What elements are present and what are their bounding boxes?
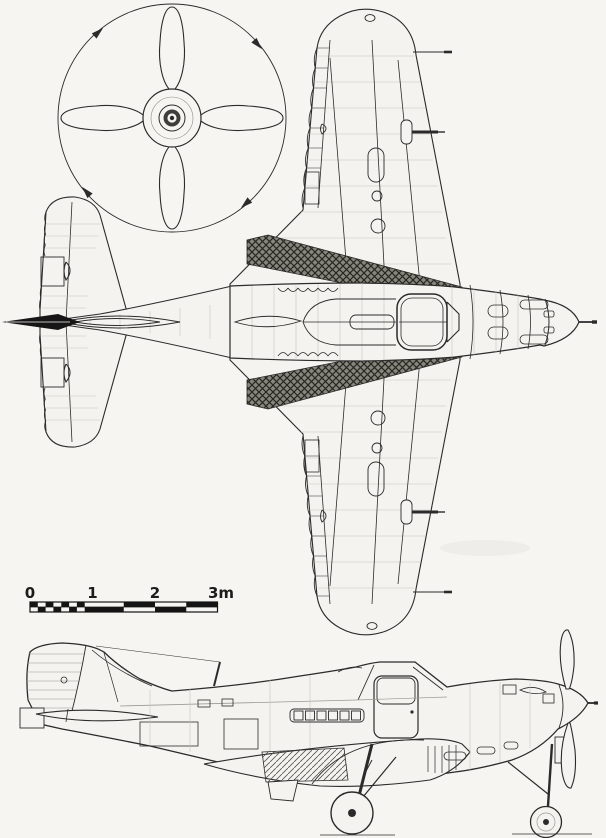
flap-section bbox=[261, 747, 349, 783]
wingtip-light-top bbox=[364, 14, 376, 22]
door-window bbox=[376, 677, 416, 705]
propeller-blade-upper bbox=[559, 629, 575, 690]
canopy-top-view bbox=[396, 293, 460, 351]
scale-bar-segments bbox=[30, 602, 218, 612]
wing-spar-lines bbox=[329, 39, 421, 605]
antenna-mast bbox=[95, 645, 221, 687]
tailplane-side-view bbox=[35, 708, 159, 723]
scale-label-0: 0 bbox=[25, 584, 35, 602]
propeller-disc bbox=[57, 3, 287, 233]
aileron-bottom bbox=[301, 435, 331, 605]
wing-gun-barrels bbox=[400, 50, 452, 594]
nose-panels bbox=[469, 284, 555, 360]
scale-label-2: 2 bbox=[150, 584, 160, 602]
elevator-horn-bottom bbox=[63, 363, 71, 384]
elevator-scallops-top bbox=[39, 211, 47, 311]
side-view bbox=[19, 629, 598, 838]
top-view bbox=[2, 8, 597, 636]
propeller-hub bbox=[142, 88, 202, 148]
gun-bay-blister bbox=[487, 304, 509, 318]
wing-root-side-view bbox=[203, 738, 471, 802]
windshield-frame bbox=[412, 666, 444, 691]
canopy-side-view bbox=[337, 664, 448, 739]
scale-bar: 0 1 2 3m bbox=[25, 584, 234, 613]
fin-fillet-line bbox=[91, 649, 153, 687]
exhaust-stub-scallops bbox=[277, 287, 339, 357]
aileron-tab-top bbox=[304, 171, 320, 205]
nose-details-side bbox=[443, 682, 555, 770]
elevator-scallops-bottom bbox=[39, 333, 47, 433]
scan-ghost-smudge bbox=[440, 540, 530, 556]
wingtip-light-bottom bbox=[366, 622, 378, 630]
aileron-horn-bottom bbox=[320, 509, 327, 523]
antenna-wire bbox=[95, 645, 221, 663]
carb-intake bbox=[349, 314, 395, 330]
spinner-base-line bbox=[544, 298, 550, 346]
radiator-grille bbox=[427, 745, 457, 773]
dorsal-spine-fairing bbox=[233, 315, 303, 328]
carb-scoop-side bbox=[337, 666, 363, 673]
rudder-tab bbox=[19, 707, 45, 729]
engine-deck bbox=[233, 298, 396, 346]
gun-trough-right bbox=[519, 299, 549, 310]
elevator-horn-top bbox=[63, 261, 71, 282]
spinner-base-line-side bbox=[558, 684, 564, 729]
exhaust-stacks bbox=[289, 708, 365, 723]
fin-top-view bbox=[61, 315, 181, 329]
propeller-blade-lower bbox=[560, 722, 577, 789]
aileron-top bbox=[301, 39, 331, 209]
door-handle bbox=[410, 710, 414, 714]
aileron-tab-bottom bbox=[304, 439, 320, 473]
windshield-top-view bbox=[446, 301, 460, 343]
scale-label-1: 1 bbox=[87, 584, 97, 602]
gun-trough-left bbox=[519, 334, 549, 345]
propeller-side-view bbox=[558, 629, 598, 789]
wing-inspection-panels bbox=[364, 14, 386, 630]
aileron-horn-top bbox=[320, 123, 327, 135]
gun-trough-side bbox=[518, 687, 547, 694]
landing-gear-main bbox=[320, 743, 397, 836]
fin-root-line bbox=[103, 652, 119, 703]
propeller-front-view bbox=[57, 3, 287, 233]
gear-door-inner bbox=[267, 779, 299, 802]
scale-label-3m: 3m bbox=[208, 584, 234, 602]
radio-hatch bbox=[139, 721, 199, 747]
gear-fairing-line bbox=[311, 739, 425, 785]
fuselage-panels-side bbox=[119, 675, 357, 779]
cockpit-door bbox=[373, 675, 419, 739]
tail-boom-stations bbox=[89, 305, 211, 339]
